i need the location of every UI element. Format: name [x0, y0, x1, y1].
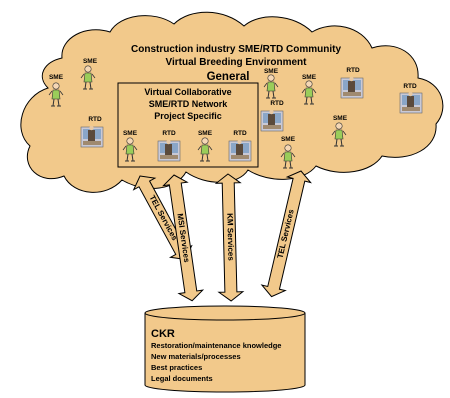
ckr-item: Legal documents: [151, 374, 213, 383]
rtd-icon: [80, 125, 104, 148]
ckr-item: Best practices: [151, 363, 202, 372]
sme-label: SME: [302, 74, 317, 81]
msi-services-arrow: [161, 174, 205, 302]
rtd-icon: [260, 109, 284, 132]
sme-label: SME: [83, 58, 98, 65]
ckr-item: Restoration/maintenance knowledge: [151, 341, 281, 350]
sme-label: SME: [198, 130, 213, 137]
network-title-1: Virtual Collaborative: [144, 87, 231, 97]
ckr-title: CKR: [151, 328, 175, 340]
rtd-label: RTD: [233, 130, 247, 137]
breeding-env-title: Virtual Breeding Environment: [166, 57, 308, 68]
general-label: General: [207, 71, 250, 83]
sme-label: SME: [281, 136, 296, 143]
ckr-cylinder: [144, 305, 306, 393]
rtd-label: RTD: [162, 130, 176, 137]
rtd-icon: [228, 139, 252, 162]
rtd-label: RTD: [403, 83, 417, 90]
community-title: Construction industry SME/RTD Community: [131, 44, 341, 55]
ckr-item: New materials/processes: [151, 352, 241, 361]
km-services-arrow: [214, 173, 245, 302]
network-title-3: Project Specific: [154, 111, 222, 121]
rtd-label: RTD: [88, 116, 102, 123]
rtd-label: RTD: [270, 100, 284, 107]
sme-label: SME: [123, 130, 138, 137]
rtd-icon: [340, 76, 364, 99]
rtd-label: RTD: [346, 67, 360, 74]
sme-label: SME: [49, 74, 64, 81]
rtd-icon: [157, 139, 181, 162]
tel-services-arrow-right: [260, 170, 312, 298]
sme-label: SME: [333, 115, 348, 122]
network-title-2: SME/RTD Network: [149, 99, 229, 109]
rtd-icon: [399, 91, 423, 114]
sme-label: SME: [264, 68, 279, 75]
km-services-label: KM Services: [225, 213, 235, 261]
